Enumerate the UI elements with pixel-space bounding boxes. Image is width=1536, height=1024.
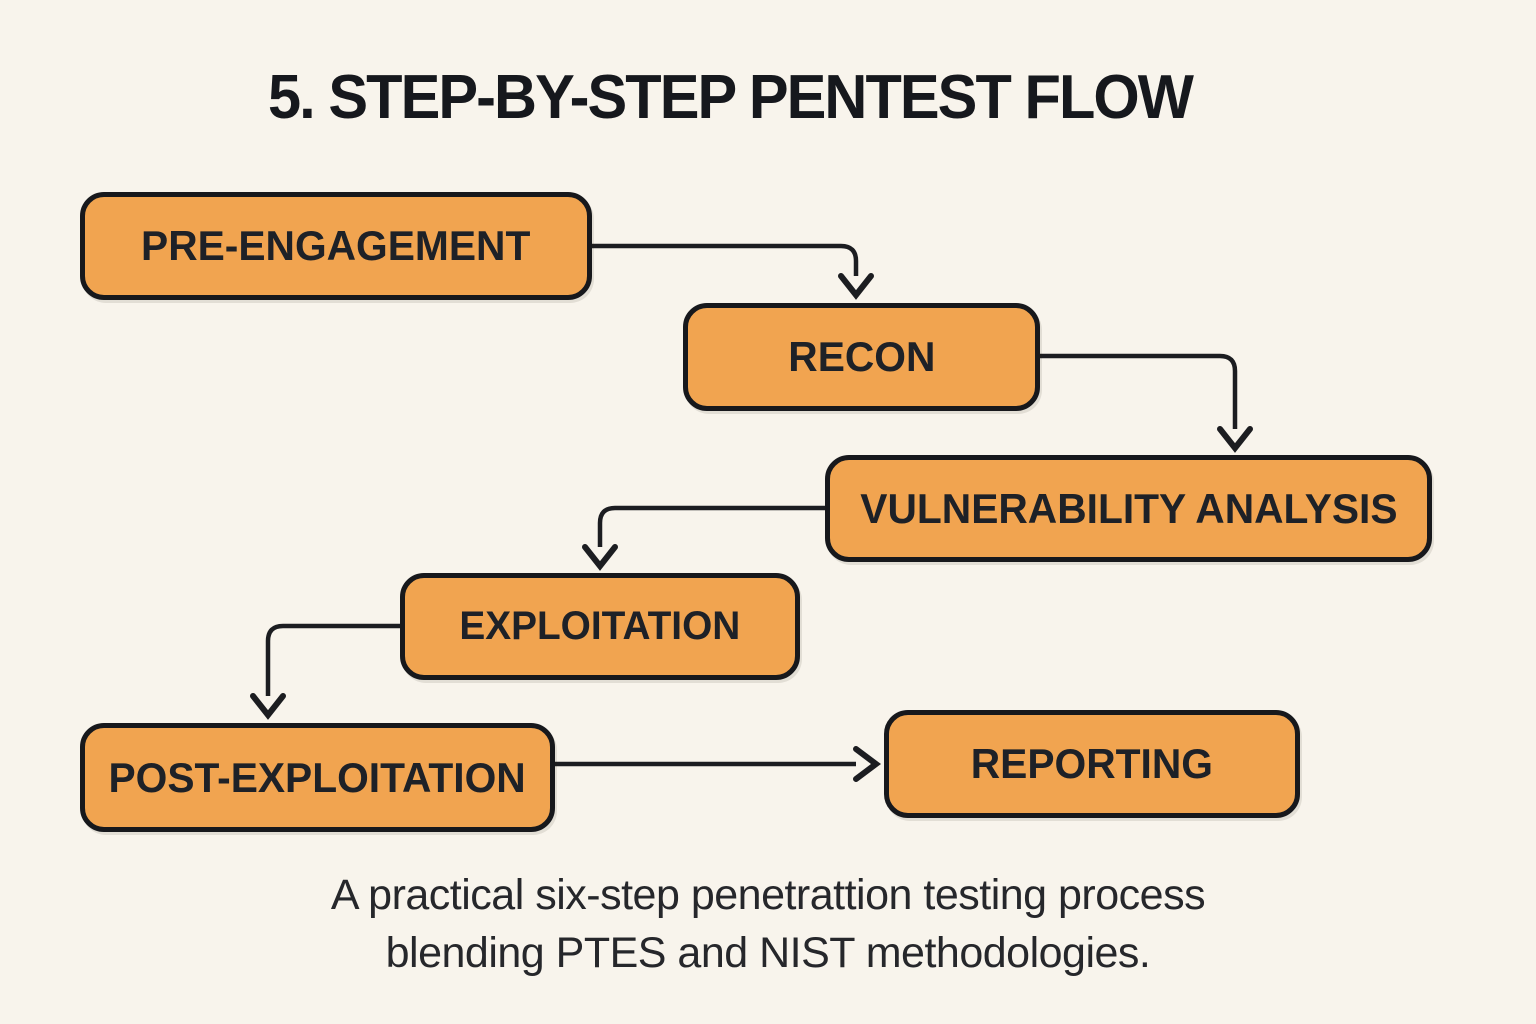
node-vulnerability-analysis-label: VULNERABILITY ANALYSIS — [859, 484, 1398, 532]
node-recon-label: RECON — [787, 333, 936, 380]
node-vulnerability-analysis: VULNERABILITY ANALYSIS — [825, 455, 1432, 562]
caption-line-2: blending PTES and NIST methodologies. — [385, 929, 1151, 978]
node-recon: RECON — [683, 303, 1040, 411]
node-pre-engagement: PRE-ENGAGEMENT — [80, 192, 592, 300]
arrow-recon-to-vulnerability-analysis — [1040, 353, 1253, 453]
arrow-post-exploitation-to-reporting — [555, 746, 881, 782]
arrow-exploitation-to-post-exploitation — [250, 623, 400, 720]
arrow-pre-engagement-to-recon — [590, 243, 874, 300]
diagram-caption: A practical six-step penetrattion testin… — [0, 866, 1536, 982]
node-post-exploitation: POST-EXPLOITATION — [80, 723, 555, 832]
node-post-exploitation-label: POST-EXPLOITATION — [108, 753, 527, 801]
caption-line-1: A practical six-step penetrattion testin… — [330, 871, 1206, 919]
node-exploitation-label: EXPLOITATION — [459, 604, 741, 648]
node-exploitation: EXPLOITATION — [400, 573, 800, 680]
node-reporting: REPORTING — [884, 710, 1300, 818]
arrow-vulnerability-analysis-to-exploitation — [582, 505, 825, 571]
node-reporting-label: REPORTING — [970, 740, 1214, 787]
page-title: 5. STEP-BY-STEP PENTEST FLOW — [267, 63, 1194, 132]
node-pre-engagement-label: PRE-ENGAGEMENT — [141, 222, 531, 269]
